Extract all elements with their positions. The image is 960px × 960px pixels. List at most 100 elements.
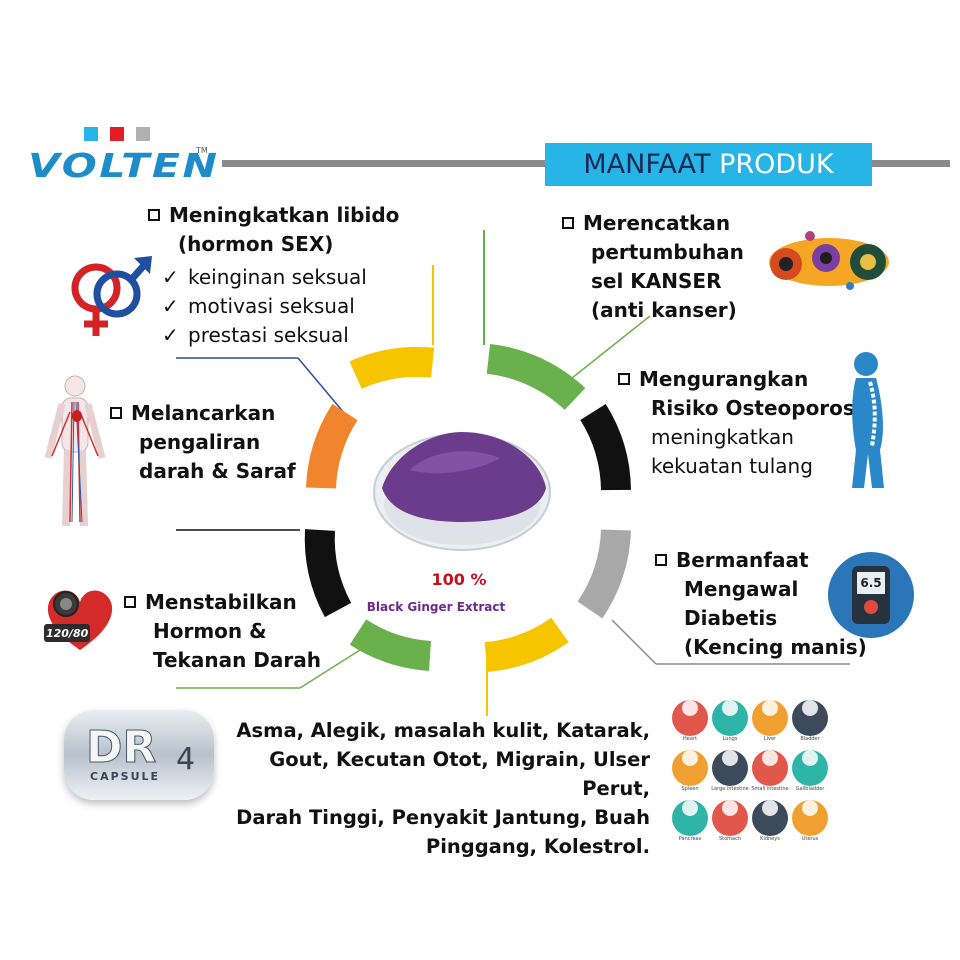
organ-label: Pancreas xyxy=(678,836,702,842)
osteo-line-4: kekuatan tulang xyxy=(651,454,813,478)
organ-icon xyxy=(752,700,788,736)
benefit-libido: Meningkatkan libido (hormon SEX) xyxy=(148,201,399,259)
organ-label: Lungs xyxy=(722,736,738,742)
organ-icon xyxy=(792,800,828,836)
arc-black-left xyxy=(304,529,352,618)
glucose-meter-icon: 6.5 xyxy=(828,552,914,638)
organ-cell: Uterus xyxy=(786,790,834,842)
cancer-cells-icon xyxy=(769,231,889,290)
organ-label: Small intestine xyxy=(751,786,789,792)
osteo-line-2: Risiko Osteoporosis xyxy=(651,396,874,420)
connector-diabetes xyxy=(611,619,657,665)
diabetes-line-2: Mengawal xyxy=(684,577,799,601)
hormone-line-2: Hormon & xyxy=(153,619,267,643)
other-line-2: Gout, Kecutan Otot, Migrain, Ulser Perut… xyxy=(269,748,650,800)
trademark: TM xyxy=(196,146,208,155)
cancer-line-2: pertumbuhan xyxy=(591,240,744,264)
organ-label: Large intestine xyxy=(711,786,749,792)
osteo-line-1: Mengurangkan xyxy=(639,367,809,391)
heart-pressure-icon: 120/80 xyxy=(40,582,120,654)
organ-icon xyxy=(792,700,828,736)
checkbox-icon xyxy=(148,209,160,221)
organ-cell: Lungs xyxy=(706,690,754,742)
banner-word-2: PRODUK xyxy=(719,149,834,180)
arc-black-right xyxy=(580,404,631,491)
organ-label: Bladder xyxy=(800,736,820,742)
libido-title-1: Meningkatkan libido xyxy=(169,203,400,227)
other-benefits-text: Asma, Alegik, masalah kulit, Katarak, Go… xyxy=(230,716,650,861)
arc-gray-right xyxy=(577,529,631,619)
checkbox-icon xyxy=(618,373,630,385)
brand-logo: VOLTEN xyxy=(28,146,220,185)
organ-icon xyxy=(712,750,748,786)
organ-cell: Liver xyxy=(746,690,794,742)
osteo-line-3: meningkatkan xyxy=(651,425,794,449)
organ-icon xyxy=(752,750,788,786)
organ-icon xyxy=(712,800,748,836)
organ-label: Kidneys xyxy=(760,836,780,842)
spine-body-icon xyxy=(852,352,884,488)
diabetes-line-1: Bermanfaat xyxy=(676,548,809,572)
organ-icon xyxy=(672,750,708,786)
cancer-line-4: (anti kanser) xyxy=(591,298,737,322)
organ-cell: Bladder xyxy=(786,690,834,742)
glucose-reading: 6.5 xyxy=(857,572,885,594)
checkbox-icon xyxy=(110,407,122,419)
organ-cell: Small intestine xyxy=(746,740,794,792)
logo-square-red xyxy=(110,127,124,141)
arc-orange-left xyxy=(306,403,358,489)
organ-label: Gallbladder xyxy=(795,786,825,792)
organ-label: Uterus xyxy=(801,836,819,842)
percent-label: 100 % xyxy=(431,570,487,589)
organ-icon xyxy=(712,700,748,736)
libido-title-2: (hormon SEX) xyxy=(178,232,334,256)
benefit-blood-flow: Melancarkan pengaliran darah & Saraf xyxy=(110,399,296,486)
benefit-cancer: Merencatkan pertumbuhan sel KANSER (anti… xyxy=(562,209,744,325)
organ-label: Spleen xyxy=(681,786,699,792)
other-line-3: Darah Tinggi, Penyakit Jantung, Buah xyxy=(236,806,650,829)
libido-points: ✓keinginan seksual ✓motivasi seksual ✓pr… xyxy=(162,263,367,350)
organ-icon xyxy=(752,800,788,836)
libido-point-1: ✓keinginan seksual xyxy=(162,263,367,292)
benefit-osteo: Mengurangkan Risiko Osteoporosis meningk… xyxy=(618,365,874,481)
diabetes-line-4: (Kencing manis) xyxy=(684,635,867,659)
diabetes-line-3: Diabetis xyxy=(684,606,778,630)
logo-square-gray xyxy=(136,127,150,141)
arc-green-bottom xyxy=(349,619,432,671)
organ-cell: Heart xyxy=(666,690,714,742)
libido-point-3: ✓prestasi seksual xyxy=(162,321,367,350)
organ-cell: Spleen xyxy=(666,740,714,792)
capsule-main: DR xyxy=(85,722,157,774)
checkmark-icon: ✓ xyxy=(162,323,179,347)
other-line-1: Asma, Alegik, masalah kulit, Katarak, xyxy=(236,719,650,742)
gender-symbols-icon xyxy=(71,256,152,336)
organ-icon xyxy=(792,750,828,786)
purple-powder xyxy=(382,432,546,522)
organ-label: Heart xyxy=(683,736,697,742)
libido-point-2: ✓motivasi seksual xyxy=(162,292,367,321)
banner-word-1: MANFAAT xyxy=(583,149,711,180)
blood-line-1: Melancarkan xyxy=(131,401,276,425)
capsule-sub: CAPSULE xyxy=(90,770,161,783)
organ-label: Liver xyxy=(763,736,777,742)
cancer-line-1: Merencatkan xyxy=(583,211,731,235)
arc-yellow-bottom xyxy=(484,617,569,672)
benefit-diabetes: Bermanfaat Mengawal Diabetis (Kencing ma… xyxy=(655,546,867,662)
organ-cell: Large intestine xyxy=(706,740,754,792)
checkbox-icon xyxy=(562,217,574,229)
extract-label: Black Ginger Extract xyxy=(366,600,506,614)
benefit-hormone: Menstabilkan Hormon & Tekanan Darah xyxy=(124,588,321,675)
checkbox-icon xyxy=(655,554,667,566)
circulatory-body-icon xyxy=(44,375,106,527)
other-line-4: Pinggang, Kolestrol. xyxy=(425,835,650,858)
checkmark-icon: ✓ xyxy=(162,294,179,318)
cancer-line-3: sel KANSER xyxy=(591,269,722,293)
organ-icon xyxy=(672,800,708,836)
checkbox-icon xyxy=(124,596,136,608)
organ-cell: Gallbladder xyxy=(786,740,834,792)
logo-square-blue xyxy=(84,127,98,141)
checkmark-icon: ✓ xyxy=(162,265,179,289)
title-banner: MANFAAT PRODUK xyxy=(545,143,872,186)
organ-label: Stomach xyxy=(718,836,742,842)
